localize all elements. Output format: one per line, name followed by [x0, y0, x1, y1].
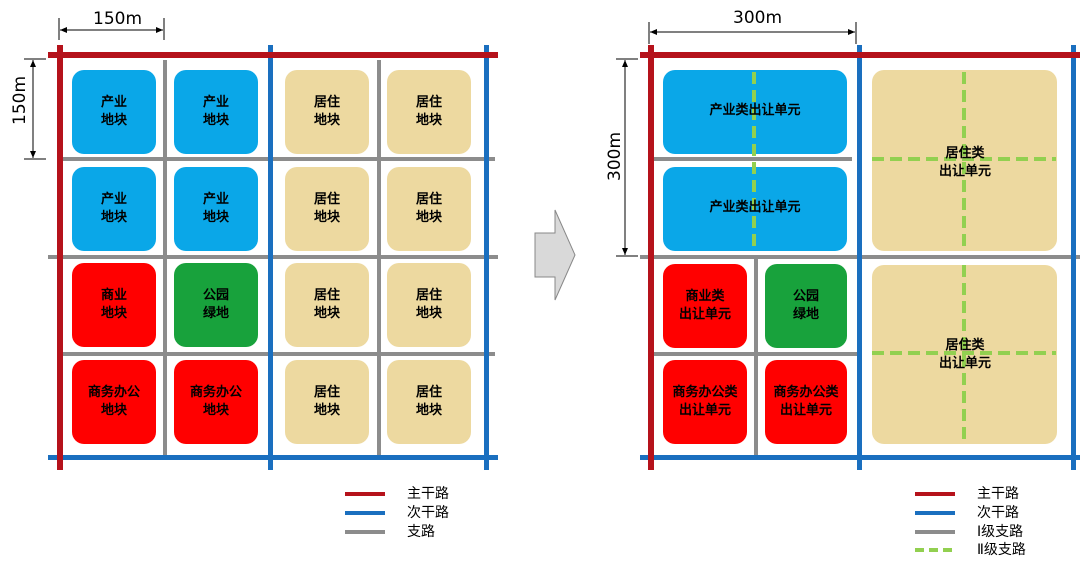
residential-unit-label: 居住类 出让单元: [938, 146, 991, 179]
branch-road: [60, 157, 495, 161]
park-green-space: 公园 绿地: [174, 263, 258, 347]
transition-arrow-icon: [534, 209, 576, 301]
legend-main-road-line: [345, 492, 385, 496]
branch-road: [377, 60, 381, 460]
legend-level1-branch-label: Ⅰ级支路: [977, 524, 1024, 540]
secondary-road: [640, 455, 1080, 460]
residential-block: 居住 地块: [285, 360, 369, 444]
office-unit: 商务办公类 出让单元: [765, 360, 847, 444]
legend-main-road-label: 主干路: [407, 486, 449, 502]
industrial-block: 产业 地块: [174, 167, 258, 251]
commercial-block: 商务办公 地块: [72, 360, 156, 444]
legend-main-road-label: 主干路: [977, 486, 1019, 502]
residential-block: 居住 地块: [387, 263, 471, 347]
legend-secondary-road-line: [915, 511, 955, 515]
residential-block: 居住 地块: [387, 167, 471, 251]
commercial-block: 商务办公 地块: [174, 360, 258, 444]
main-road: [57, 45, 63, 470]
dimension-150m-height: [24, 58, 46, 160]
dimension-150m-width: [58, 18, 165, 40]
industrial-block: 产业 地块: [72, 70, 156, 154]
residential-block: 居住 地块: [387, 360, 471, 444]
branch-road: [48, 255, 498, 259]
park-green-space: 公园 绿地: [765, 264, 847, 348]
level2-branch-roads: [752, 72, 1056, 445]
legend-secondary-road-line: [345, 511, 385, 515]
commercial-unit: 商业类 出让单元: [663, 264, 747, 348]
residential-unit-label: 居住类 出让单元: [938, 338, 991, 371]
dimension-300m-width: [648, 22, 857, 44]
branch-road: [60, 352, 495, 356]
level1-branch-road: [754, 258, 758, 458]
residential-block: 居住 地块: [285, 70, 369, 154]
legend-secondary-road-label: 次干路: [407, 505, 449, 521]
dimension-height-label: 150m: [10, 75, 30, 125]
secondary-road: [1071, 45, 1076, 470]
legend-level2-branch-label: Ⅱ级支路: [977, 542, 1026, 558]
legend-branch-road-line: [345, 530, 385, 534]
level1-branch-road: [652, 157, 852, 161]
main-road: [648, 45, 654, 470]
dimension-height-label: 300m: [605, 131, 625, 181]
branch-road: [163, 60, 167, 460]
residential-block: 居住 地块: [285, 263, 369, 347]
secondary-road: [857, 45, 862, 470]
residential-block: 居住 地块: [387, 70, 471, 154]
secondary-road: [268, 45, 273, 470]
commercial-block: 商业 地块: [72, 263, 156, 347]
secondary-road: [484, 45, 489, 470]
secondary-road: [48, 455, 498, 460]
dimension-width-label: 300m: [733, 8, 783, 28]
legend-level1-branch-line: [915, 530, 955, 534]
legend-level2-branch-line: [915, 548, 955, 552]
industrial-block: 产业 地块: [174, 70, 258, 154]
dimension-300m-height: [616, 58, 638, 257]
legend-secondary-road-label: 次干路: [977, 505, 1019, 521]
legend-branch-road-label: 支路: [407, 524, 435, 540]
main-road: [48, 52, 498, 58]
dimension-width-label: 150m: [93, 9, 143, 29]
industrial-unit-label: 产业类出让单元: [709, 103, 801, 118]
legend-main-road-line: [915, 492, 955, 496]
office-unit: 商务办公类 出让单元: [663, 360, 747, 444]
industrial-unit-label: 产业类出让单元: [709, 200, 801, 215]
industrial-block: 产业 地块: [72, 167, 156, 251]
main-road: [640, 52, 1080, 58]
residential-block: 居住 地块: [285, 167, 369, 251]
